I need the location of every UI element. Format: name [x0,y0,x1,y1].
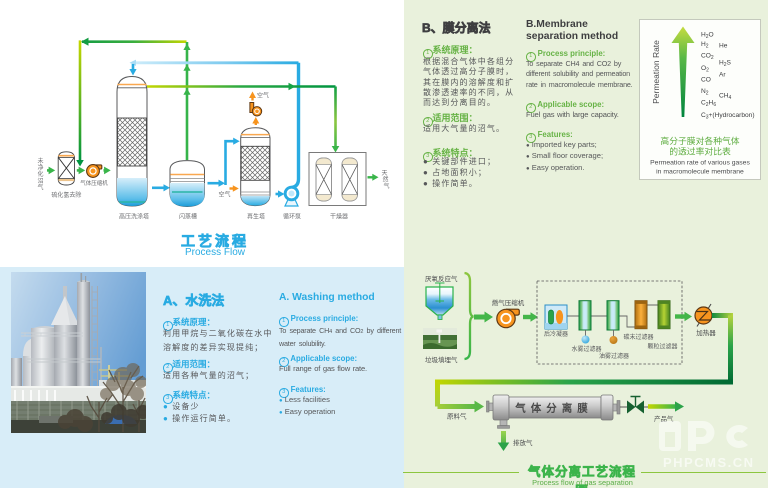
svg-text:天然气: 天然气 [381,170,389,190]
svg-text:CH4: CH4 [719,93,732,102]
svg-text:水雾过滤器: 水雾过滤器 [571,345,601,353]
svg-text:N2: N2 [701,88,709,97]
svg-text:He: He [719,43,728,50]
svg-text:高压洗涤塔: 高压洗涤塔 [119,213,149,221]
svg-text:厌氧反应气: 厌氧反应气 [425,274,458,283]
svg-text:高分子膜对各种气体: 高分子膜对各种气体 [660,135,739,146]
svg-text:H2O: H2O [701,32,714,41]
svg-text:Permeation Rate: Permeation Rate [651,40,661,104]
svg-text:油雾过滤器: 油雾过滤器 [599,352,629,360]
svg-text:的透过率对比表: 的透过率对比表 [669,146,731,157]
svg-text:垃圾填埋气: 垃圾填埋气 [425,355,458,364]
svg-text:气体压缩机: 气体压缩机 [80,179,108,187]
svg-text:加热器: 加热器 [696,328,716,337]
svg-text:Ar: Ar [719,72,726,79]
svg-text:PHPCMS.CN: PHPCMS.CN [663,455,755,470]
svg-text:in macromolecule membrane: in macromolecule membrane [656,169,744,176]
svg-text:碳末过滤器: 碳末过滤器 [623,333,653,341]
svg-text:干燥器: 干燥器 [330,213,348,221]
svg-text:CO: CO [701,77,711,84]
svg-text:闪蒸槽: 闪蒸槽 [179,213,197,221]
svg-text:CO2: CO2 [701,53,714,62]
svg-text:硫化氢去除: 硫化氢去除 [51,191,81,199]
svg-text:C3+(Hydrocarbon): C3+(Hydrocarbon) [701,112,755,121]
svg-text:循环泵: 循环泵 [283,213,301,221]
svg-text:后冷凝器: 后冷凝器 [544,330,568,338]
svg-text:气体分离膜: 气体分离膜 [514,402,593,415]
svg-text:O2: O2 [701,65,709,74]
svg-text:Permeation rate of various gas: Permeation rate of various gases [650,160,750,167]
svg-text:H2S: H2S [719,60,732,69]
svg-text:空气: 空气 [257,92,269,100]
svg-text:燃气压缩机: 燃气压缩机 [492,298,525,307]
svg-text:再生塔: 再生塔 [247,213,265,221]
svg-text:空气: 空气 [218,191,230,199]
svg-text:C2H6: C2H6 [701,100,716,109]
svg-text:H2: H2 [701,41,709,50]
svg-text:未净化沼气: 未净化沼气 [37,157,43,191]
svg-text:原料气: 原料气 [447,412,467,421]
svg-text:排放气: 排放气 [513,438,533,447]
svg-text:产品气: 产品气 [654,414,674,423]
svg-text:颗粒过滤器: 颗粒过滤器 [647,343,677,351]
